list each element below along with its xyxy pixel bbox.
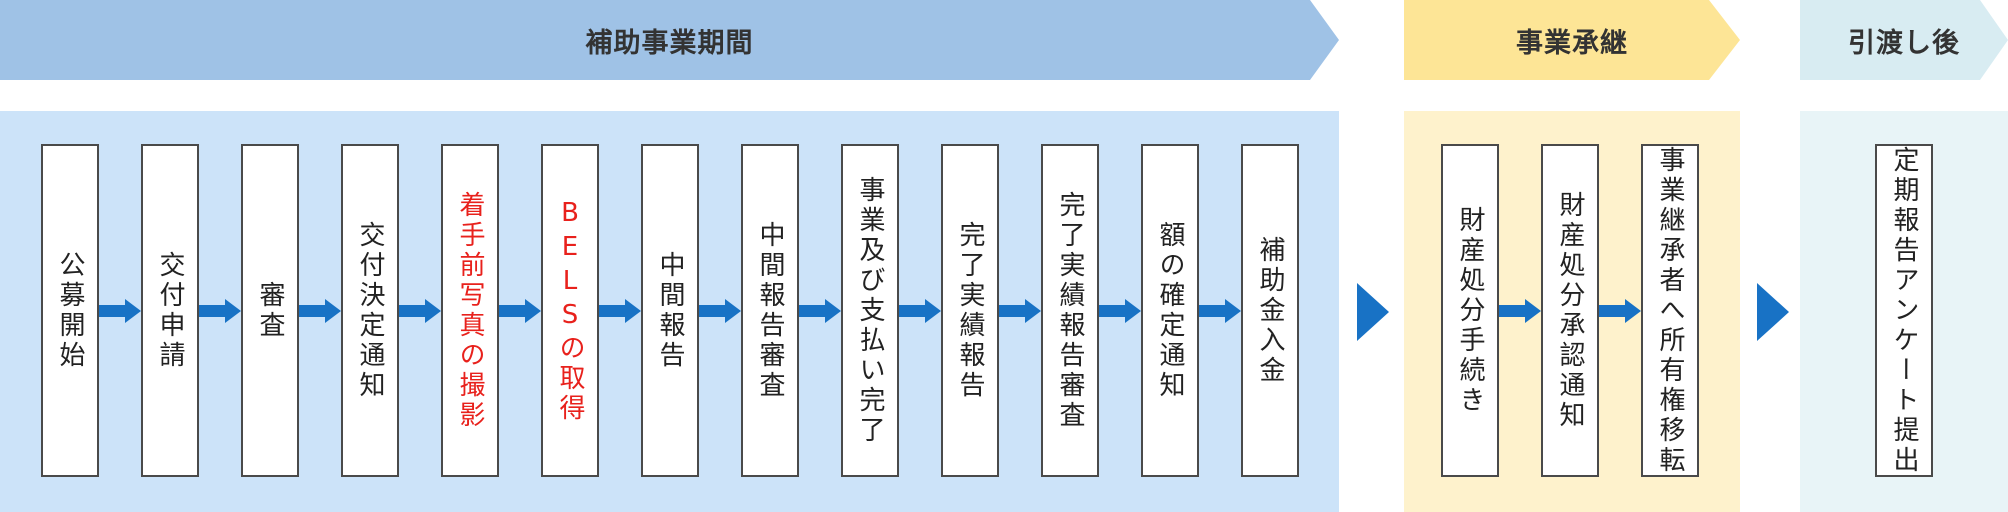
- step-label: 事業及び支払い完了: [855, 175, 885, 446]
- step-label: BELSの取得: [555, 197, 585, 424]
- phase-header-business-succession: 事業承継: [1404, 0, 1740, 80]
- arrow-right-icon: [599, 299, 641, 323]
- phase-header-label: 引渡し後: [1848, 27, 1960, 59]
- step-label: 財産処分承認通知: [1555, 190, 1585, 431]
- step-box: 交付決定通知: [341, 144, 399, 477]
- step-box: 審査: [241, 144, 299, 477]
- step-label: 完了実績報告審査: [1055, 190, 1085, 431]
- arrow-right-icon: [799, 299, 841, 323]
- step-box-highlight: BELSの取得: [541, 144, 599, 477]
- phase-header-label: 事業承継: [1516, 27, 1628, 59]
- phase-transition-arrow-icon: [1357, 283, 1389, 341]
- step-box: 交付申請: [141, 144, 199, 477]
- phase-transition-arrow-icon: [1757, 283, 1789, 341]
- step-label: 中間報告: [655, 250, 685, 371]
- step-label: 公募開始: [55, 250, 85, 371]
- step-label: 交付決定通知: [355, 220, 385, 401]
- step-box: 完了実績報告: [941, 144, 999, 477]
- phase-header-after-handover: 引渡し後: [1800, 0, 2008, 80]
- arrow-right-icon: [1099, 299, 1141, 323]
- arrow-right-icon: [99, 299, 141, 323]
- step-box: 額の確定通知: [1141, 144, 1199, 477]
- step-label: 完了実績報告: [955, 220, 985, 401]
- arrow-right-icon: [299, 299, 341, 323]
- step-box: 事業及び支払い完了: [841, 144, 899, 477]
- step-box: 完了実績報告審査: [1041, 144, 1099, 477]
- arrow-right-icon: [899, 299, 941, 323]
- arrow-right-icon: [499, 299, 541, 323]
- step-box: 財産処分承認通知: [1541, 144, 1599, 477]
- arrow-right-icon: [1599, 299, 1641, 323]
- step-label: 補助金入金: [1255, 235, 1285, 386]
- arrow-right-icon: [1499, 299, 1541, 323]
- arrow-right-icon: [1199, 299, 1241, 323]
- step-label: 事業継承者へ所有権移転: [1655, 145, 1685, 476]
- step-label: 額の確定通知: [1155, 220, 1185, 401]
- step-box: 財産処分手続き: [1441, 144, 1499, 477]
- arrow-right-icon: [999, 299, 1041, 323]
- arrow-right-icon: [199, 299, 241, 323]
- step-label: 着手前写真の撮影: [455, 190, 485, 431]
- arrow-right-icon: [699, 299, 741, 323]
- step-box: 中間報告: [641, 144, 699, 477]
- phase-header-label: 補助事業期間: [585, 27, 754, 59]
- step-label: 定期報告アンケート提出: [1889, 145, 1919, 476]
- step-box: 定期報告アンケート提出: [1875, 144, 1933, 477]
- step-box: 事業継承者へ所有権移転: [1641, 144, 1699, 477]
- step-box: 中間報告審査: [741, 144, 799, 477]
- step-label: 審査: [255, 280, 285, 341]
- step-label: 財産処分手続き: [1455, 205, 1485, 416]
- step-box: 補助金入金: [1241, 144, 1299, 477]
- step-label: 中間報告審査: [755, 220, 785, 401]
- step-label: 交付申請: [155, 250, 185, 371]
- arrow-right-icon: [399, 299, 441, 323]
- step-box: 公募開始: [41, 144, 99, 477]
- phase-header-subsidy-period: 補助事業期間: [0, 0, 1339, 80]
- step-box-highlight: 着手前写真の撮影: [441, 144, 499, 477]
